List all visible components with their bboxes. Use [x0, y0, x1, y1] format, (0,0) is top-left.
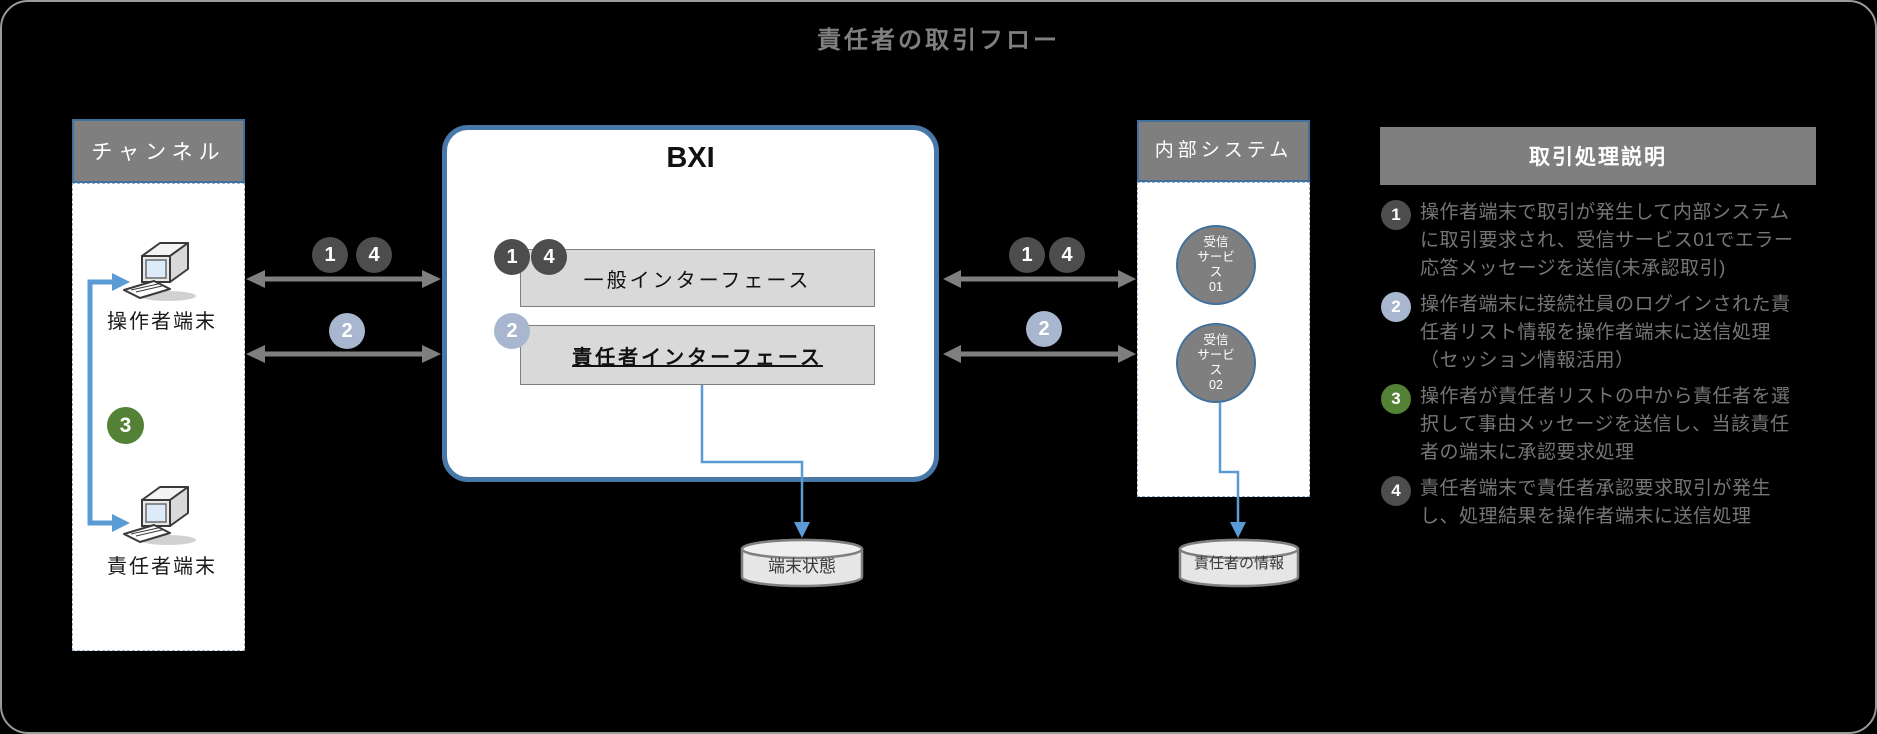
receive-service-02: 受信 サービ ス 02 [1176, 323, 1256, 403]
manager-info-label: 責任者の情報 [1193, 555, 1284, 572]
legend-item: 3 操作者が責任者リストの中から責任者を選択して事由メッセージを送信し、当該責任… [1381, 383, 1819, 467]
datastore-manager-info: 責任者の情報 [1178, 538, 1300, 588]
iface-badge-1: 1 [494, 239, 530, 275]
link-badge-4: 4 [356, 237, 392, 273]
link-badge-4: 4 [1049, 237, 1085, 273]
legend-badge-3: 3 [1381, 384, 1411, 414]
terminal-state-label: 端末状態 [768, 557, 836, 576]
operator-terminal-label: 操作者端末 [107, 311, 217, 333]
legend-item: 1 操作者端末で取引が発生して内部システムに取引要求され、受信サービス01でエラ… [1381, 199, 1819, 283]
bxi-title: BXI [666, 142, 715, 174]
iface-badge-4: 4 [531, 239, 567, 275]
link-badge-2: 2 [329, 313, 365, 349]
legend-text-2: 操作者端末に接続社員のログインされた責任者リスト情報を操作者端末に送信処理（セッ… [1420, 294, 1791, 371]
legend-list: 1 操作者端末で取引が発生して内部システムに取引要求され、受信サービス01でエラ… [1381, 199, 1819, 531]
legend-badge-2: 2 [1381, 292, 1411, 322]
computer-icon [123, 486, 196, 545]
manager-terminal-label: 責任者端末 [107, 556, 217, 578]
manager-interface-label: 責任者インターフェース [572, 346, 823, 369]
channel-column-header: チャンネル [72, 119, 245, 183]
flow-badge-3: 3 [107, 407, 144, 444]
iface-badge-2: 2 [494, 313, 530, 349]
manager-interface-box: 責任者インターフェース [520, 325, 875, 385]
link-badge-1: 1 [312, 237, 348, 273]
legend-text-4: 責任者端末で責任者承認要求取引が発生し、処理結果を操作者端末に送信処理 [1420, 478, 1772, 527]
legend-text-1: 操作者端末で取引が発生して内部システムに取引要求され、受信サービス01でエラー応… [1420, 202, 1794, 279]
page-title: 責任者の取引フロー [817, 27, 1060, 54]
legend-text-3: 操作者が責任者リストの中から責任者を選択して事由メッセージを送信し、当該責任者の… [1420, 386, 1791, 463]
legend-item: 4 責任者端末で責任者承認要求取引が発生し、処理結果を操作者端末に送信処理 [1381, 475, 1819, 531]
legend-header: 取引処理説明 [1380, 127, 1816, 185]
internal-system-header: 内部システム [1137, 120, 1310, 182]
general-interface-box: 一般インターフェース [520, 249, 875, 307]
datastore-terminal-state: 端末状態 [740, 538, 864, 588]
link-badge-2: 2 [1026, 311, 1062, 347]
cylinder-shape [740, 538, 864, 588]
computer-icon [123, 242, 196, 301]
receive-service-01: 受信 サービ ス 01 [1176, 225, 1256, 305]
cylinder-shape [1178, 538, 1300, 588]
legend-item: 2 操作者端末に接続社員のログインされた責任者リスト情報を操作者端末に送信処理（… [1381, 291, 1819, 375]
legend-badge-4: 4 [1381, 476, 1411, 506]
link-badge-1: 1 [1009, 237, 1045, 273]
legend-badge-1: 1 [1381, 200, 1411, 230]
